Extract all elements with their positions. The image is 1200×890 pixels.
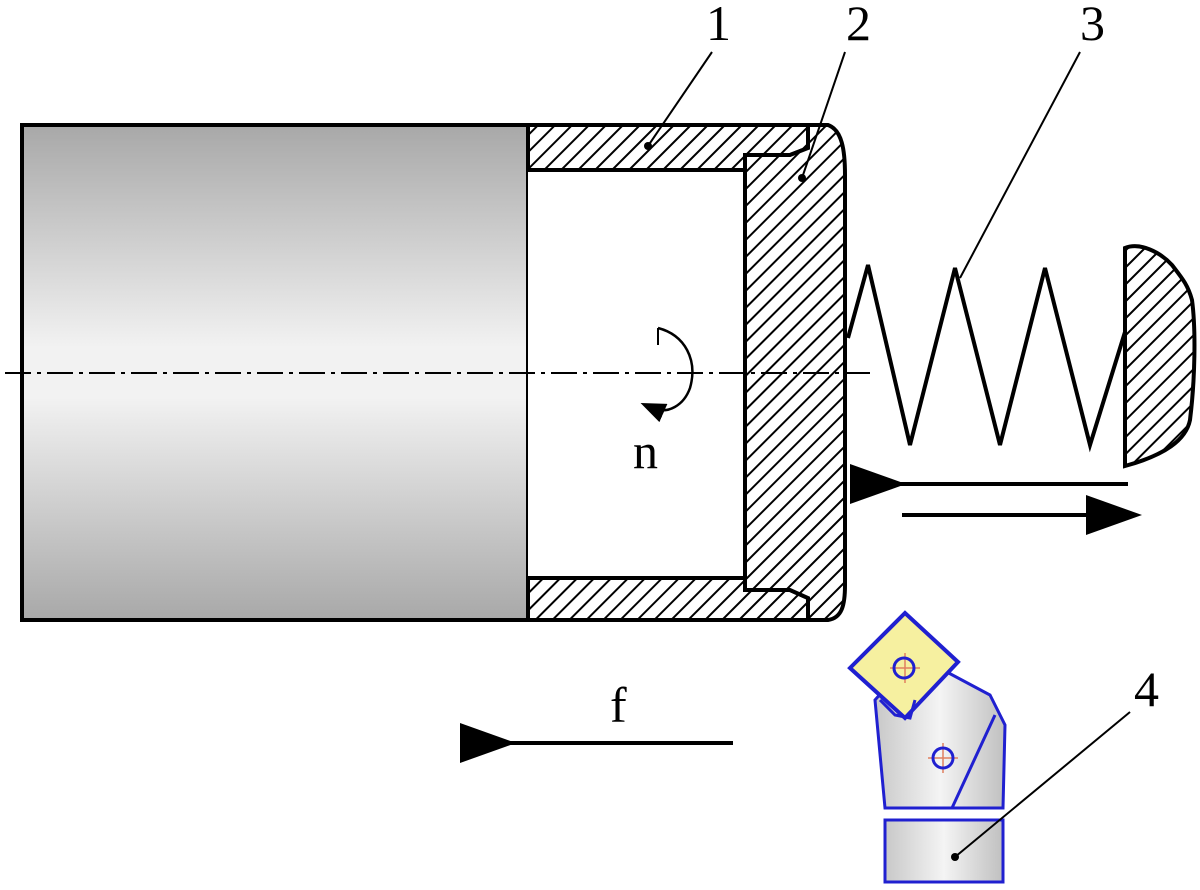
leader-1 — [647, 51, 713, 147]
leader-2 — [801, 51, 846, 179]
tool-shank — [883, 818, 1005, 884]
label-1: 1 — [706, 0, 731, 51]
leader-2-dot — [798, 174, 806, 182]
label-3: 3 — [1080, 0, 1105, 51]
spring — [846, 264, 1127, 453]
label-4: 4 — [1134, 661, 1159, 717]
boring-tool — [847, 610, 1007, 884]
rotation-label: n — [633, 423, 658, 479]
leader-4 — [954, 711, 1131, 858]
clamp-screw-icon — [931, 746, 955, 770]
rotation-arrow-icon — [640, 326, 694, 423]
leader-4-dot — [951, 853, 959, 861]
leader-1-dot — [644, 142, 652, 150]
insert-screw-icon — [892, 656, 916, 680]
spring-support — [1123, 244, 1197, 469]
feed-label: f — [610, 677, 627, 733]
tool-head-edge — [950, 714, 997, 809]
insert-seat — [878, 698, 917, 720]
label-2: 2 — [846, 0, 871, 51]
leader-3 — [959, 51, 1081, 279]
tool-insert — [847, 610, 961, 721]
